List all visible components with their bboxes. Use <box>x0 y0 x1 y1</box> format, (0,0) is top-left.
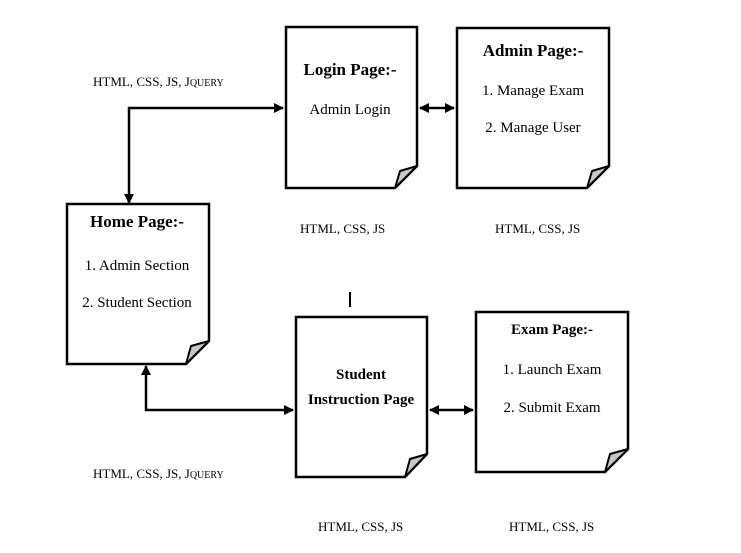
home-page-item: 2. Student Section <box>82 295 192 311</box>
login-page-node <box>284 25 419 190</box>
student-instruction-title: Instruction Page <box>308 392 415 408</box>
tech-label-home-login: HTML, CSS, JS, JQUERY <box>93 74 224 89</box>
student-instruction-page-node <box>294 315 429 479</box>
student-instruction-title: Student <box>336 367 386 383</box>
tech-label-home-student: HTML, CSS, JS, JQUERY <box>93 466 224 481</box>
tech-label-student-instruction: HTML, CSS, JS <box>318 519 403 534</box>
tech-label-admin: HTML, CSS, JS <box>495 221 580 236</box>
admin-page-title: Admin Page:- <box>483 41 584 60</box>
home-page-node <box>65 202 211 366</box>
exam-page-node <box>474 310 630 474</box>
exam-page-item: 1. Launch Exam <box>503 362 602 378</box>
home-login-connector <box>124 103 284 204</box>
login-page-title: Login Page:- <box>303 60 396 79</box>
tech-label-exam: HTML, CSS, JS <box>509 519 594 534</box>
admin-page-node <box>455 26 611 190</box>
home-student-connector <box>141 365 294 415</box>
login-page-item: Admin Login <box>309 102 391 118</box>
admin-page-item: 2. Manage User <box>485 120 580 136</box>
exam-page-item: 2. Submit Exam <box>503 400 600 416</box>
home-page-item: 1. Admin Section <box>85 258 190 274</box>
exam-page-title: Exam Page:- <box>511 322 593 338</box>
admin-page-item: 1. Manage Exam <box>482 83 584 99</box>
tech-label-login: HTML, CSS, JS <box>300 221 385 236</box>
home-page-title: Home Page:- <box>90 212 184 231</box>
